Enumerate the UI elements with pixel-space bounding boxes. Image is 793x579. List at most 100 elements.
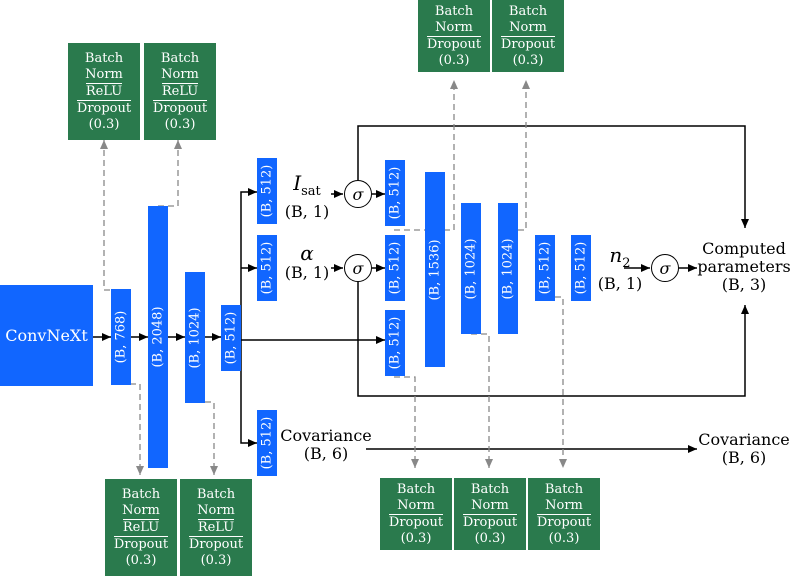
block-batch: Batch	[84, 50, 124, 66]
n2-symbol: n2	[609, 243, 631, 271]
block-dropout: Dropout	[462, 513, 518, 530]
block-rate: (0.3)	[200, 552, 232, 568]
batchnorm-dropout-block: Batch Norm Dropout (0.3)	[492, 0, 564, 72]
dash-768-to-bn1	[100, 140, 120, 291]
isat-label: Isat (B, 1)	[279, 172, 335, 221]
block-norm: Norm	[197, 502, 235, 518]
sigma-alpha-node: σ	[344, 254, 372, 282]
block-dropout: Dropout	[500, 35, 556, 52]
tensor-512-trunk: (B, 512)	[221, 305, 241, 371]
tensor-512-n2-input: (B, 512)	[385, 310, 405, 376]
tensor-label: (B, 2048)	[150, 306, 166, 368]
tensor-2048: (B, 2048)	[148, 206, 168, 468]
dash-768-to-bn3	[120, 383, 144, 475]
tensor-label: (B, 512)	[537, 241, 553, 295]
covariance-name: Covariance	[698, 430, 790, 449]
block-batch: Batch	[396, 481, 436, 497]
covariance-shape: (B, 6)	[721, 448, 767, 467]
tensor-512-alpha-sigma-out: (B, 512)	[385, 235, 405, 301]
tensor-label: (B, 512)	[573, 241, 589, 295]
convnext-label: ConvNeXt	[5, 326, 88, 345]
tensor-label: (B, 1024)	[500, 237, 516, 300]
tensor-label: (B, 1536)	[427, 238, 443, 301]
tensor-1024-head-b: (B, 1024)	[498, 203, 518, 334]
batchnorm-relu-dropout-block: Batch Norm ReLU Dropout (0.3)	[144, 43, 216, 140]
batchnorm-dropout-block: Batch Norm Dropout (0.3)	[418, 0, 490, 72]
covariance-shape: (B, 6)	[303, 444, 349, 463]
dash-1024b-to-bn8	[471, 333, 493, 468]
block-dropout: Dropout	[536, 513, 592, 530]
sigma-n2-node: σ	[651, 254, 679, 282]
tensor-label: (B, 768)	[113, 310, 129, 364]
n2-label: n2 (B, 1)	[592, 244, 648, 293]
dash-512d-to-bn9	[545, 296, 567, 468]
tensor-label: (B, 512)	[223, 311, 239, 365]
block-rate: (0.3)	[548, 530, 580, 546]
tensor-label: (B, 1024)	[187, 306, 203, 369]
block-norm: Norm	[509, 19, 547, 35]
computed-parameters-label: Computed parameters (B, 3)	[695, 240, 793, 294]
tensor-label: (B, 512)	[259, 416, 275, 470]
tensor-512-head-c: (B, 512)	[535, 235, 555, 301]
batchnorm-dropout-block: Batch Norm Dropout (0.3)	[380, 478, 452, 550]
arrow-isat-to-output	[357, 125, 749, 228]
tensor-512-cov-branch: (B, 512)	[257, 410, 277, 476]
dash-isat2-to-bn5	[394, 80, 458, 231]
sigma-isat-node: σ	[344, 180, 372, 208]
block-batch: Batch	[434, 3, 474, 19]
block-batch: Batch	[160, 50, 200, 66]
tensor-512-alpha-branch: (B, 512)	[257, 235, 277, 301]
block-relu: ReLU	[197, 518, 235, 535]
sigma-symbol: σ	[352, 258, 364, 278]
n2-shape: (B, 1)	[597, 274, 643, 293]
covariance-name: Covariance	[280, 426, 372, 445]
tensor-label: (B, 512)	[259, 241, 275, 295]
block-batch: Batch	[470, 481, 510, 497]
block-batch: Batch	[121, 486, 161, 502]
block-norm: Norm	[545, 497, 583, 513]
sigma-symbol: σ	[352, 184, 364, 204]
arrow-branch-cov	[240, 337, 257, 447]
covariance-mid-label: Covariance (B, 6)	[276, 427, 376, 463]
arrow-alpha-to-output	[357, 282, 749, 397]
tensor-label: (B, 1024)	[463, 237, 479, 300]
block-batch: Batch	[508, 3, 548, 19]
alpha-shape: (B, 1)	[284, 263, 330, 282]
block-dropout: Dropout	[188, 535, 244, 552]
block-dropout: Dropout	[113, 535, 169, 552]
covariance-output-label: Covariance (B, 6)	[695, 431, 793, 467]
tensor-1536: (B, 1536)	[425, 172, 445, 367]
batchnorm-relu-dropout-block: Batch Norm ReLU Dropout (0.3)	[68, 43, 140, 140]
block-norm: Norm	[161, 66, 199, 82]
block-batch: Batch	[544, 481, 584, 497]
tensor-768: (B, 768)	[111, 289, 131, 385]
block-norm: Norm	[122, 502, 160, 518]
dash-1024-to-bn4	[195, 401, 218, 475]
tensor-label: (B, 512)	[387, 316, 403, 370]
tensor-512-head-d: (B, 512)	[571, 235, 591, 301]
arrow-branch-isat	[240, 188, 257, 337]
tensor-label: (B, 512)	[387, 241, 403, 295]
block-rate: (0.3)	[512, 52, 544, 68]
tensor-label: (B, 512)	[387, 166, 403, 220]
alpha-label: α (B, 1)	[279, 242, 335, 282]
block-norm: Norm	[471, 497, 509, 513]
block-relu: ReLU	[161, 82, 199, 99]
batchnorm-relu-dropout-block: Batch Norm ReLU Dropout (0.3)	[180, 479, 252, 576]
block-dropout: Dropout	[426, 35, 482, 52]
tensor-1024-backbone: (B, 1024)	[185, 272, 205, 403]
block-norm: Norm	[435, 19, 473, 35]
batchnorm-dropout-block: Batch Norm Dropout (0.3)	[528, 478, 600, 550]
block-rate: (0.3)	[400, 530, 432, 546]
dash-n2in-to-bn7	[394, 376, 419, 468]
block-rate: (0.3)	[438, 52, 470, 68]
block-relu: ReLU	[122, 518, 160, 535]
block-dropout: Dropout	[152, 99, 208, 116]
dash-2048-to-bn2	[158, 140, 182, 207]
tensor-512-isat-branch: (B, 512)	[257, 158, 277, 224]
block-norm: Norm	[85, 66, 123, 82]
computed-shape: (B, 3)	[721, 275, 767, 294]
block-rate: (0.3)	[88, 116, 120, 132]
tensor-512-isat-sigma-out: (B, 512)	[385, 160, 405, 226]
